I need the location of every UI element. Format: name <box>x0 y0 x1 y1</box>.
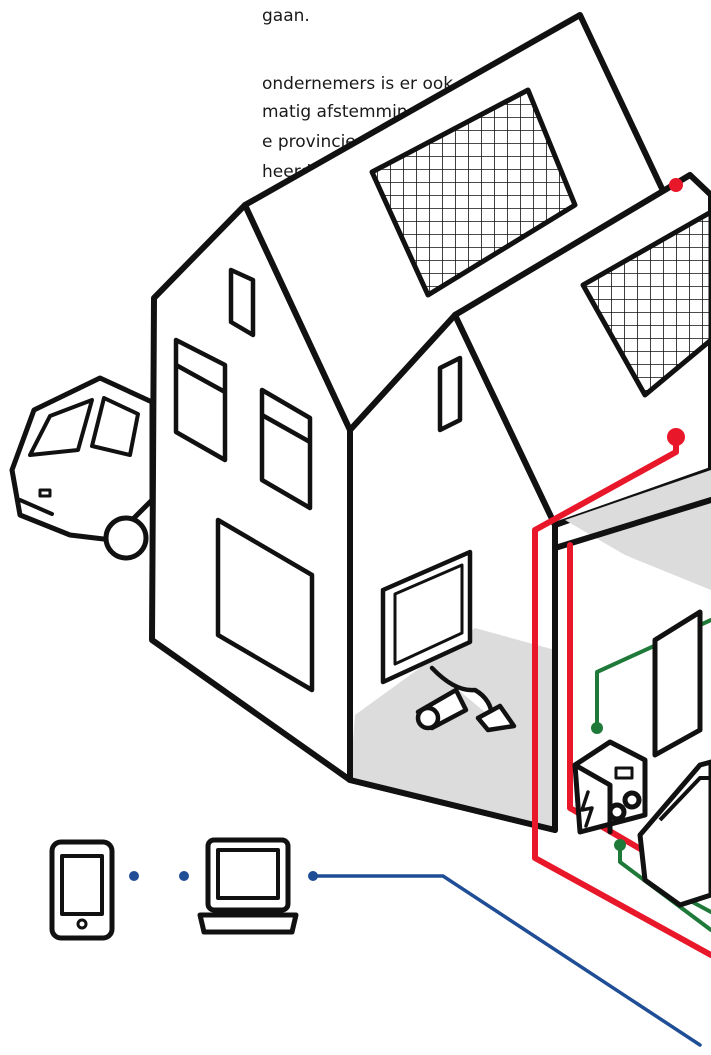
data-line-node <box>591 722 603 734</box>
garage-interior <box>640 612 711 905</box>
car-icon <box>12 378 152 558</box>
smartphone-icon <box>52 842 112 938</box>
power-line-node-top <box>669 178 683 192</box>
data-line-node-2 <box>614 839 626 851</box>
power-line-node <box>667 428 685 446</box>
charging-station-icon <box>575 742 645 832</box>
laptop-icon <box>200 840 296 932</box>
